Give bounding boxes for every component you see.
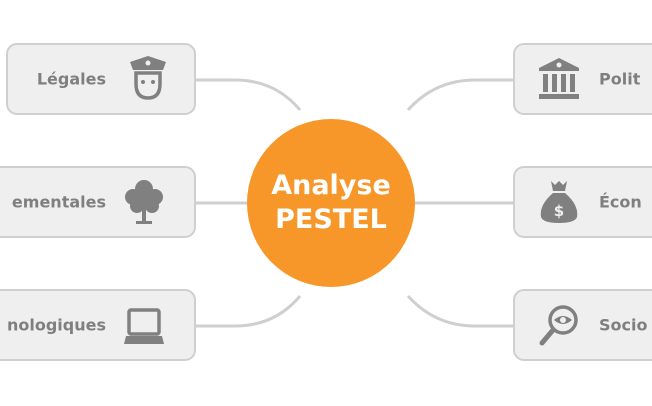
center-title-line1: Analyse	[271, 170, 391, 201]
node-environnementales[interactable]: ementales	[0, 166, 196, 238]
node-economiques[interactable]: $ Écon	[513, 166, 652, 238]
node-label: Légales	[36, 69, 106, 89]
svg-text:$: $	[554, 202, 564, 220]
node-socioculturels[interactable]: Socio	[513, 289, 652, 361]
node-label: Polit	[599, 69, 641, 89]
money-bag-icon: $	[540, 181, 578, 223]
center-title-line2: PESTEL	[275, 204, 387, 235]
node-legales[interactable]: Légales	[6, 43, 196, 115]
government-building-icon	[539, 58, 579, 99]
node-politiques[interactable]: Polit	[513, 43, 652, 115]
magnifier-eye-icon	[539, 305, 578, 346]
node-technologiques[interactable]: nologiques	[0, 289, 196, 361]
connector-legales	[195, 78, 302, 111]
connector-politiques	[406, 78, 513, 112]
center-node: Analyse PESTEL	[247, 119, 415, 287]
node-label: Socio	[599, 315, 648, 335]
node-label: nologiques	[6, 315, 106, 335]
laptop-icon	[124, 308, 164, 344]
connector-technologiques	[195, 295, 302, 328]
connector-socioculturels	[406, 294, 513, 328]
node-label: ementales	[11, 192, 106, 212]
tree-icon	[125, 180, 163, 224]
node-label: Écon	[599, 192, 642, 212]
police-officer-icon	[130, 56, 166, 100]
